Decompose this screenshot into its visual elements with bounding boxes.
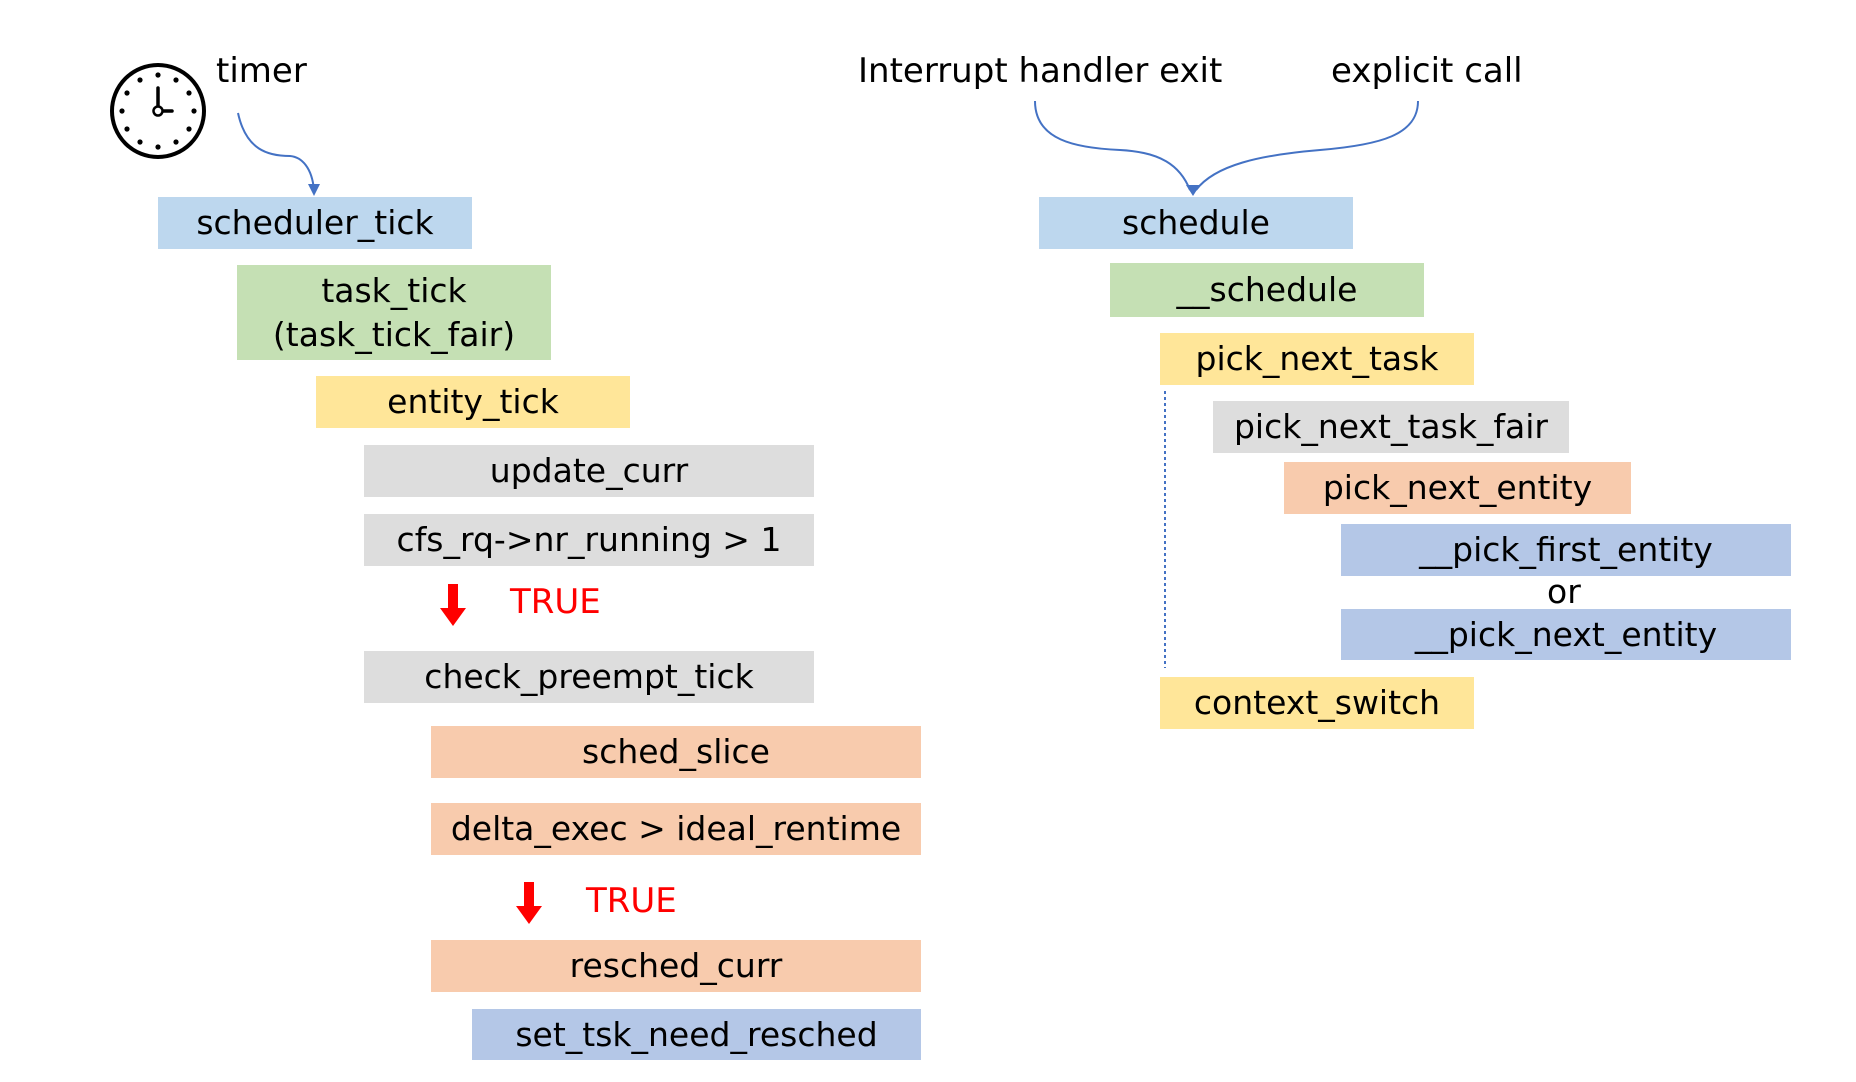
__pick-first-entity-label: __pick_first_entity xyxy=(1419,530,1713,569)
schedule-box: schedule xyxy=(1039,197,1353,249)
pick-next-entity-box: pick_next_entity xyxy=(1284,462,1631,514)
delta-exec-check-label: delta_exec > ideal_rentime xyxy=(450,809,902,848)
update-curr-label: update_curr xyxy=(489,451,689,490)
resched-curr-box: resched_curr xyxy=(431,940,921,992)
__pick-next-entity-box: __pick_next_entity xyxy=(1341,609,1791,660)
check-preempt-tick-box: check_preempt_tick xyxy=(364,651,814,703)
interrupt-handler-exit-label: Interrupt handler exit xyxy=(858,51,1223,91)
clock-icon xyxy=(110,63,206,159)
context-switch-label: context_switch xyxy=(1193,683,1441,722)
or-label: or xyxy=(1547,572,1581,611)
scheduler-tick-box: scheduler_tick xyxy=(158,197,472,249)
delta-exec-check-box: delta_exec > ideal_rentime xyxy=(431,803,921,855)
schedule-label: schedule xyxy=(1122,203,1270,242)
context-switch-box: context_switch xyxy=(1160,677,1474,729)
nr-running-check-box: cfs_rq->nr_running > 1 xyxy=(364,514,814,566)
red-down-arrow-icon xyxy=(440,584,466,626)
true-label-1: TRUE xyxy=(510,582,601,622)
sched-slice-box: sched_slice xyxy=(431,726,921,778)
set-tsk-need-resched-box: set_tsk_need_resched xyxy=(472,1009,921,1060)
set-tsk-need-resched-label: set_tsk_need_resched xyxy=(515,1014,878,1054)
task-tick-label: task_tick xyxy=(321,270,467,310)
timer-arrowhead xyxy=(308,184,320,196)
pick-next-task-label: pick_next_task xyxy=(1195,339,1439,378)
nr-running-check-label: cfs_rq->nr_running > 1 xyxy=(396,520,782,559)
task-tick-box: task_tick (task_tick_fair) xyxy=(237,265,551,360)
true-label-2: TRUE xyxy=(586,881,677,921)
update-curr-box: update_curr xyxy=(364,445,814,497)
task-tick-fair-label: (task_tick_fair) xyxy=(272,314,516,354)
explicit-call-label: explicit call xyxy=(1331,51,1523,91)
scheduler-tick-label: scheduler_tick xyxy=(196,203,434,242)
schedule-arrowhead xyxy=(1186,185,1200,196)
interrupt-connector xyxy=(1034,100,1191,191)
__pick-next-entity-label: __pick_next_entity xyxy=(1414,614,1718,654)
check-preempt-tick-label: check_preempt_tick xyxy=(424,657,754,696)
explicit-connector xyxy=(1195,100,1419,191)
resched-curr-label: resched_curr xyxy=(569,946,783,985)
__schedule-box: __schedule xyxy=(1110,263,1424,317)
timer-connector xyxy=(237,112,315,191)
entity-tick-box: entity_tick xyxy=(316,376,630,428)
sched-slice-label: sched_slice xyxy=(582,732,770,771)
__schedule-label: __schedule xyxy=(1176,270,1358,309)
pick-next-task-box: pick_next_task xyxy=(1160,333,1474,385)
red-down-arrow-icon xyxy=(516,882,542,924)
pick-next-task-fair-label: pick_next_task_fair xyxy=(1233,407,1548,446)
timer-label: timer xyxy=(216,51,307,91)
__pick-first-entity-box: __pick_first_entity xyxy=(1341,524,1791,576)
pick-next-entity-label: pick_next_entity xyxy=(1322,468,1593,507)
entity-tick-label: entity_tick xyxy=(387,382,559,421)
pick-next-task-fair-box: pick_next_task_fair xyxy=(1213,401,1569,453)
